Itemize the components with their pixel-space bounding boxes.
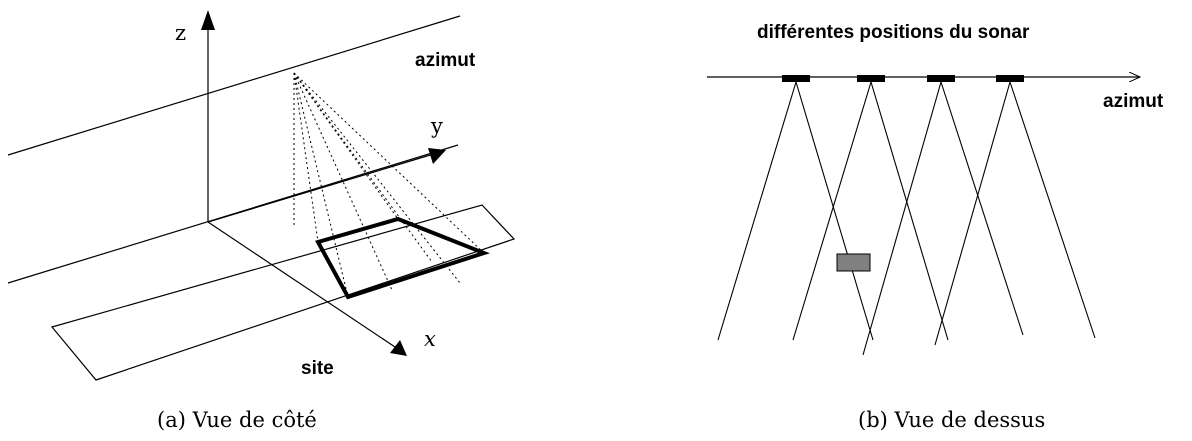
sonar-position-2 — [857, 75, 885, 82]
sonar-position-1 — [782, 75, 810, 82]
x-axis-arrowhead — [390, 340, 407, 356]
x-axis-label: x — [424, 327, 436, 351]
side-view-diagram: z y x azimut site — [7, 10, 516, 381]
sonar-position-4 — [996, 75, 1024, 82]
seafloor-strip — [50, 204, 516, 381]
sonar-position-3 — [927, 75, 955, 82]
sonar-positions-title: différentes positions du sonar — [757, 22, 1030, 43]
azimut-label-right: azimut — [1103, 91, 1164, 112]
z-axis-arrowhead — [201, 10, 215, 30]
site-label: site — [301, 358, 334, 379]
ground-line — [7, 144, 459, 284]
caption-side-view: (a) Vue de côté — [157, 408, 317, 432]
top-view-diagram: différentes positions du sonar azimut — [707, 22, 1164, 356]
azimut-label-left: azimut — [415, 50, 476, 71]
y-axis-label: y — [430, 114, 443, 138]
sonar-footprint — [315, 216, 490, 300]
z-axis-label: z — [175, 21, 186, 45]
sonar-beams — [717, 81, 1096, 356]
sonar-beam-dotted — [293, 72, 485, 298]
caption-top-view: (b) Vue de dessus — [858, 408, 1046, 432]
y-axis-arrowhead — [428, 148, 446, 164]
x-axis — [207, 221, 399, 350]
target-object — [836, 253, 871, 272]
azimut-track-line — [7, 15, 461, 156]
